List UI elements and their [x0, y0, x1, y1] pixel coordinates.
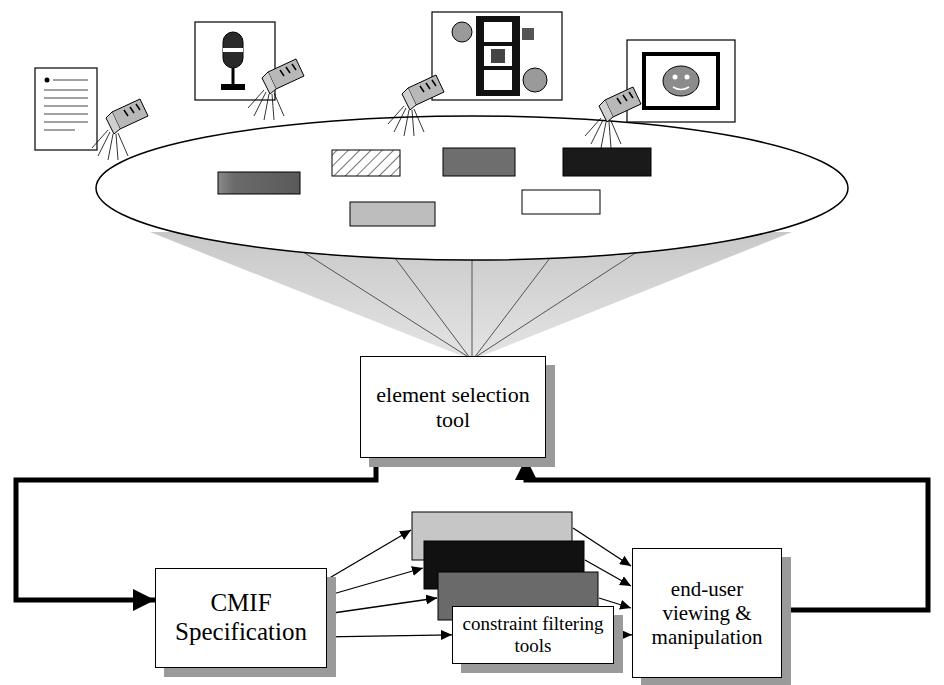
flow-connector [327, 635, 452, 637]
process-box: end-user viewing & manipulation [632, 548, 782, 678]
node-label: end-user viewing & manipulation [640, 577, 774, 649]
video-icon [432, 12, 562, 100]
spray-nozzle [585, 87, 641, 148]
media-element [332, 150, 400, 176]
media-element [563, 148, 651, 176]
spray-nozzle [92, 99, 148, 160]
media-element [443, 148, 515, 176]
node-label: CMIF Specification [163, 589, 319, 647]
node-label: constraint filtering tools [460, 613, 606, 657]
spray-nozzle [388, 75, 444, 136]
media-element [350, 202, 435, 226]
image-icon [627, 40, 735, 122]
text-icon [35, 68, 97, 150]
media-element [522, 190, 600, 214]
process-box: element selection tool [360, 356, 546, 458]
media-element [218, 172, 300, 194]
spray-nozzle [248, 59, 304, 120]
element-pool [96, 116, 848, 260]
funnel-lines [300, 250, 640, 358]
node-label: element selection tool [368, 382, 538, 433]
audio-icon [195, 22, 275, 100]
process-box: constraint filtering tools [452, 606, 614, 664]
flow-connector [614, 634, 632, 635]
flow-arrows [326, 528, 631, 614]
process-box: CMIF Specification [155, 568, 327, 668]
